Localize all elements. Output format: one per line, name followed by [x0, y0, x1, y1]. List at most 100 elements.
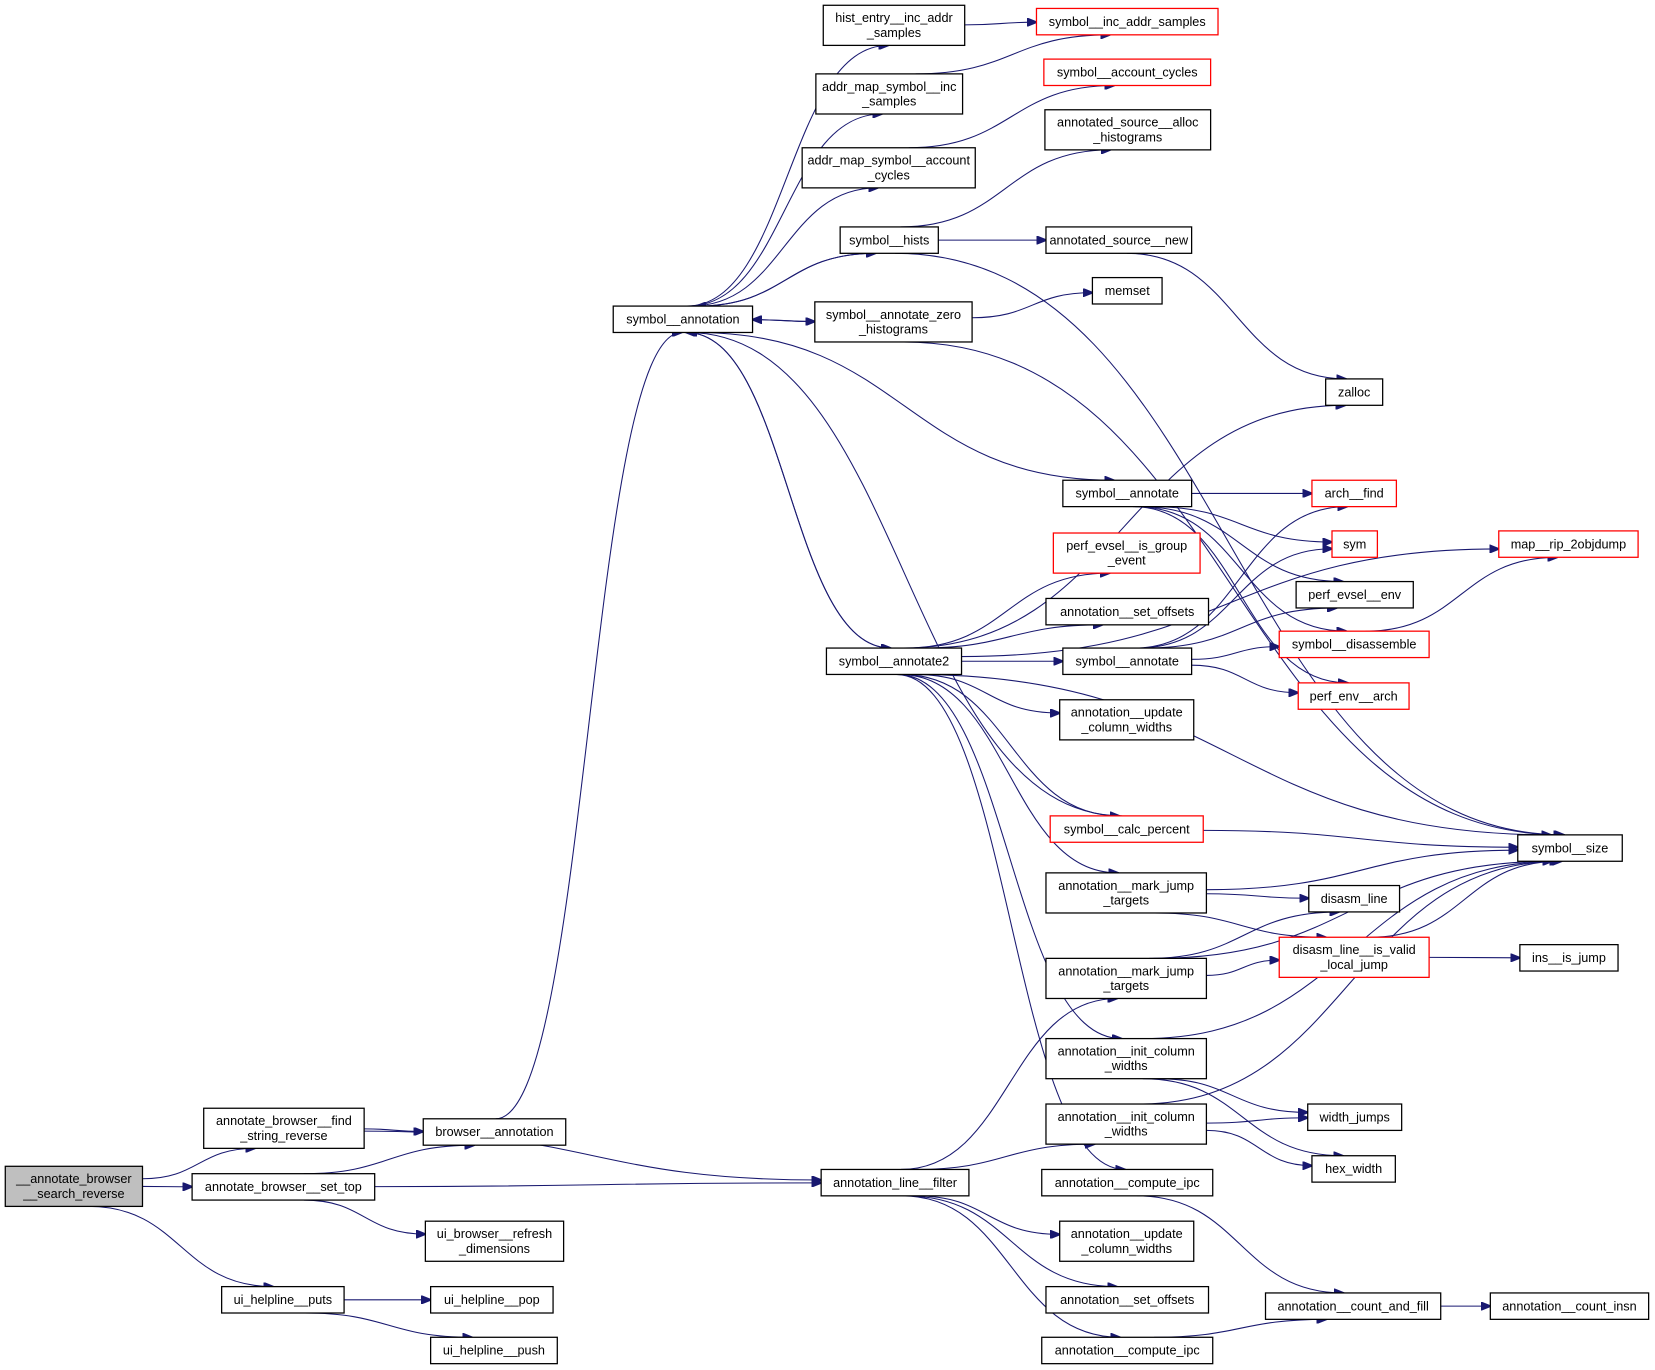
graph-node-sym_disasm[interactable]: symbol__disassemble — [1278, 630, 1430, 659]
graph-node-amsym_inc[interactable]: addr_map_symbol__inc_samples — [815, 73, 964, 115]
graph-node-sym_annotate2[interactable]: symbol__annotate2 — [825, 647, 963, 676]
node-box — [4, 1165, 144, 1208]
graph-node-set_offsets_a[interactable]: annotation__set_offsets — [1045, 597, 1210, 626]
node-label: _widths — [1104, 1125, 1148, 1139]
node-box — [1278, 936, 1430, 978]
node-label: symbol__annotate_zero — [826, 308, 961, 322]
node-label: annotation__init_column — [1058, 1110, 1195, 1124]
edge-line_filter-to-init_cw_b — [915, 1144, 1095, 1170]
edge-sym_annotate2-to-calc_percent — [901, 673, 1119, 815]
node-box — [1052, 532, 1201, 574]
node-label: browser__annotation — [435, 1125, 553, 1139]
edge-sym_annotate_b-to-arch_find — [1134, 507, 1347, 649]
graph-node-sym_hists[interactable]: symbol__hists — [839, 226, 939, 254]
graph-node-sym_acc_cycles[interactable]: symbol__account_cycles — [1043, 58, 1212, 87]
node-label: _histograms — [858, 323, 928, 337]
graph-node-perf_evsel_group[interactable]: perf_evsel__is_group_event — [1052, 532, 1201, 574]
graph-node-arch_find[interactable]: arch__find — [1311, 479, 1398, 508]
edge-sym_zero-to-sym_size — [903, 341, 1563, 835]
node-label: ui_browser__refresh — [437, 1227, 552, 1241]
node-label: _widths — [1104, 1059, 1148, 1073]
graph-node-sym_annotation[interactable]: symbol__annotation — [612, 305, 754, 334]
node-label: zalloc — [1338, 385, 1370, 399]
graph-node-sym[interactable]: sym — [1331, 530, 1379, 558]
node-box — [1519, 944, 1619, 972]
node-label: _dimensions — [458, 1242, 530, 1256]
graph-node-hist_entry[interactable]: hist_entry__inc_addr_samples — [822, 4, 966, 47]
graph-node-mark_jump_a[interactable]: annotation__mark_jump_targets — [1045, 872, 1208, 914]
graph-node-find_rev[interactable]: annotate_browser__find_string_reverse — [203, 1107, 365, 1149]
graph-node-browser_annotation[interactable]: browser__annotation — [422, 1118, 567, 1146]
node-label: symbol__calc_percent — [1064, 822, 1190, 836]
edge-set_top-to-line_filter — [374, 1183, 821, 1188]
graph-node-helpline_push[interactable]: ui_helpline__push — [429, 1336, 558, 1365]
graph-node-sym_size[interactable]: symbol__size — [1517, 834, 1623, 862]
graph-node-sym_zero[interactable]: symbol__annotate_zero_histograms — [814, 301, 973, 343]
node-label: hist_entry__inc_addr — [835, 11, 953, 25]
node-box — [424, 1220, 565, 1262]
graph-node-update_cw_a[interactable]: annotation__update_column_widths — [1059, 699, 1195, 741]
node-box — [1517, 834, 1623, 862]
graph-node-calc_percent[interactable]: symbol__calc_percent — [1049, 815, 1204, 843]
graph-node-hex_width[interactable]: hex_width — [1311, 1155, 1396, 1183]
edge-compute_ipc_a-to-count_fill — [1136, 1195, 1344, 1293]
graph-node-init_cw_a[interactable]: annotation__init_column_widths — [1045, 1037, 1208, 1080]
graph-node-perf_evsel_env[interactable]: perf_evsel__env — [1295, 580, 1414, 609]
node-box — [221, 1285, 345, 1314]
edge-as_new-to-zalloc — [1126, 252, 1346, 379]
node-box — [801, 147, 976, 189]
graph-node-refresh_dims[interactable]: ui_browser__refresh_dimensions — [424, 1220, 565, 1262]
graph-node-count_fill[interactable]: annotation__count_and_fill — [1264, 1292, 1442, 1320]
node-label: annotation__update — [1071, 706, 1183, 720]
node-label: annotation__mark_jump — [1058, 964, 1194, 978]
edge-compute_ipc_b-to-count_fill — [1154, 1319, 1326, 1338]
edge-sym_annotate_a-to-sym_disasm — [1135, 506, 1346, 632]
graph-node-init_cw_b[interactable]: annotation__init_column_widths — [1045, 1103, 1208, 1145]
graph-node-root[interactable]: __annotate_browser__search_reverse — [4, 1165, 144, 1208]
node-label: annotate_browser__set_top — [205, 1180, 362, 1194]
node-box — [1295, 580, 1414, 609]
node-box — [1045, 872, 1208, 914]
node-label: sym — [1343, 537, 1366, 551]
graph-node-compute_ipc_a[interactable]: annotation__compute_ipc — [1041, 1168, 1214, 1197]
edge-init_cw_a-to-hex_width — [1142, 1078, 1343, 1156]
edge-sym_annotate_b-to-perf_evsel_env — [1145, 608, 1336, 649]
graph-node-perf_env_arch[interactable]: perf_env__arch — [1297, 682, 1410, 710]
node-label: _samples — [866, 26, 921, 40]
graph-node-sym_inc_addr[interactable]: symbol__inc_addr_samples — [1035, 7, 1219, 36]
graph-node-update_cw_b[interactable]: annotation__update_column_widths — [1059, 1220, 1195, 1262]
node-label: _event — [1107, 554, 1146, 568]
graph-node-as_new[interactable]: annotated_source__new — [1045, 226, 1193, 254]
edge-set_top-to-refresh_dims — [303, 1199, 425, 1234]
graph-node-valid_jump[interactable]: disasm_line__is_valid_local_jump — [1278, 936, 1430, 978]
graph-node-ins_is_jump[interactable]: ins__is_jump — [1519, 944, 1619, 972]
graph-node-set_offsets_b[interactable]: annotation__set_offsets — [1045, 1285, 1210, 1314]
node-label: width_jumps — [1319, 1110, 1390, 1124]
graph-node-disasm_line[interactable]: disasm_line — [1308, 884, 1401, 913]
graph-node-zalloc[interactable]: zalloc — [1325, 378, 1384, 406]
node-box — [1278, 630, 1430, 659]
graph-node-width_jumps[interactable]: width_jumps — [1307, 1103, 1403, 1132]
node-label: ui_helpline__puts — [234, 1293, 333, 1307]
edge-sym_hists-to-sym_annotation — [697, 252, 876, 306]
node-box — [1045, 597, 1210, 626]
graph-node-helpline_pop[interactable]: ui_helpline__pop — [429, 1285, 554, 1314]
graph-node-compute_ipc_b[interactable]: annotation__compute_ipc — [1041, 1336, 1214, 1365]
graph-node-count_insn[interactable]: annotation__count_insn — [1489, 1292, 1650, 1320]
edge-line_filter-to-set_offsets_b — [905, 1195, 1116, 1287]
graph-node-line_filter[interactable]: annotation_line__filter — [820, 1168, 970, 1197]
node-box — [1045, 1037, 1208, 1080]
graph-node-sym_annotate_a[interactable]: symbol__annotate — [1062, 479, 1193, 508]
graph-node-amsym_acc[interactable]: addr_map_symbol__account_cycles — [801, 147, 976, 189]
edge-sym_hists-to-sym_size — [895, 252, 1564, 835]
edge-calc_percent-to-sym_size — [1203, 829, 1518, 847]
graph-node-set_top[interactable]: annotate_browser__set_top — [191, 1173, 376, 1201]
graph-node-memset[interactable]: memset — [1091, 276, 1163, 305]
graph-node-map_rip[interactable]: map__rip_2objdump — [1498, 530, 1639, 558]
graph-node-sym_annotate_b[interactable]: symbol__annotate — [1062, 647, 1193, 676]
node-label: annotation__compute_ipc — [1055, 1344, 1200, 1358]
graph-node-helpline_puts[interactable]: ui_helpline__puts — [221, 1285, 345, 1314]
graph-node-as_alloc[interactable]: annotated_source__alloc_histograms — [1044, 109, 1212, 151]
node-box — [822, 4, 966, 47]
graph-node-mark_jump_b[interactable]: annotation__mark_jump_targets — [1045, 957, 1208, 1000]
